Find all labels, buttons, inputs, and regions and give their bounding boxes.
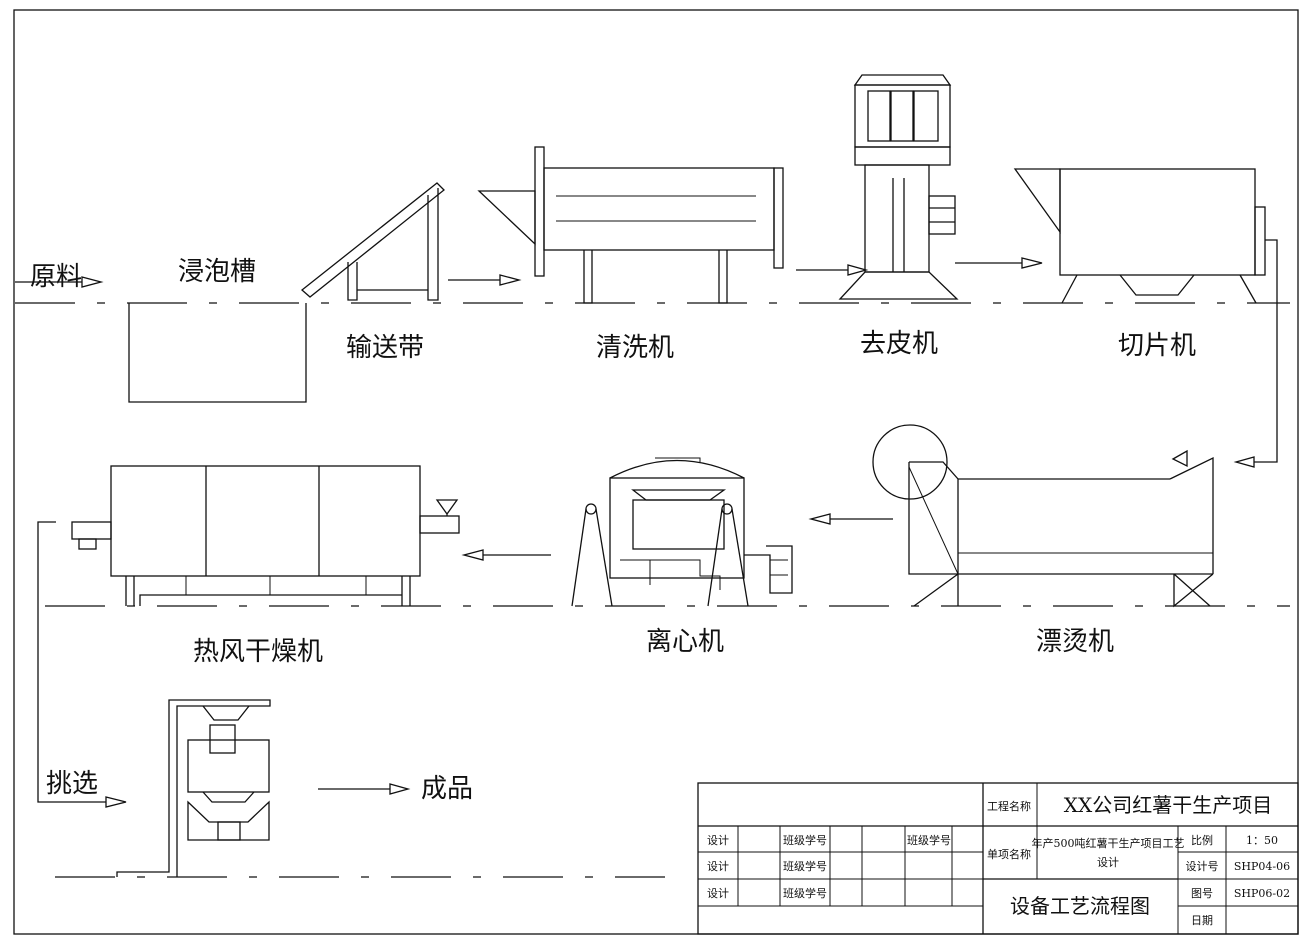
- drawing-border: [13, 9, 1299, 935]
- label-conveyor: 输送带: [346, 333, 424, 363]
- design-no-label: 设计号: [1186, 860, 1219, 873]
- row-3-role: 设计: [707, 887, 729, 900]
- slicing-machine: [1013, 168, 1278, 304]
- row-2-role: 设计: [707, 860, 729, 873]
- conveyor-belt: [300, 182, 445, 301]
- scale-label: 比例: [1191, 833, 1213, 847]
- row-3-field: 班级学号: [783, 886, 827, 900]
- project-name: XX公司红薯干生产项目: [1064, 793, 1272, 817]
- peeling-machine: [838, 74, 959, 300]
- item-name: 年产500吨红薯干生产项目工艺: [1032, 836, 1185, 850]
- arrow-centrifuge-to-dryer: [461, 549, 551, 561]
- label-sorting: 挑选: [46, 769, 98, 799]
- connector-slicer-to-blancher: [1233, 303, 1278, 468]
- label-washer: 清洗机: [596, 333, 674, 363]
- blanching-machine: [872, 424, 1214, 608]
- drawing-no-label: 图号: [1191, 887, 1213, 900]
- arrow-blancher-to-centrifuge: [808, 513, 893, 525]
- label-slicer: 切片机: [1118, 331, 1196, 361]
- row-2-field: 班级学号: [783, 859, 827, 873]
- raw-material-arrow: [15, 276, 104, 288]
- drawing-title: 设备工艺流程图: [1010, 894, 1150, 918]
- scale-value: 1：50: [1246, 834, 1278, 847]
- row-1-role: 设计: [707, 834, 729, 847]
- label-blancher: 漂烫机: [1036, 627, 1114, 657]
- label-peeler: 去皮机: [860, 329, 938, 359]
- centrifuge: [571, 457, 793, 607]
- project-name-label: 工程名称: [987, 799, 1031, 813]
- label-hot-air-dryer: 热风干燥机: [193, 637, 323, 667]
- packaging-machine: [116, 699, 271, 877]
- label-raw-material: 原料: [30, 262, 82, 292]
- arrow-packaging-to-product: [318, 783, 411, 795]
- soaking-tank: [128, 303, 307, 403]
- arrow-conveyor-to-washer: [448, 274, 522, 286]
- drawing-no: SHP06-02: [1234, 887, 1290, 900]
- design-no: SHP04-06: [1234, 860, 1290, 873]
- arrow-peeler-to-slicer: [955, 257, 1043, 269]
- row-1-field: 班级学号: [783, 833, 827, 847]
- row-1-extra-field: 班级学号: [907, 833, 951, 847]
- item-name-line2: 设计: [1097, 856, 1119, 869]
- item-name-label: 单项名称: [987, 847, 1031, 861]
- label-soaking-tank: 浸泡槽: [178, 257, 256, 287]
- label-centrifuge: 离心机: [646, 627, 724, 657]
- label-finished-product: 成品: [421, 774, 473, 804]
- connector-dryer-to-sorting: [37, 521, 127, 808]
- hot-air-dryer: [71, 465, 460, 606]
- title-block: [697, 782, 1299, 935]
- date-label: 日期: [1191, 914, 1213, 927]
- arrow-washer-to-peeler: [796, 264, 869, 276]
- washing-machine: [477, 146, 784, 304]
